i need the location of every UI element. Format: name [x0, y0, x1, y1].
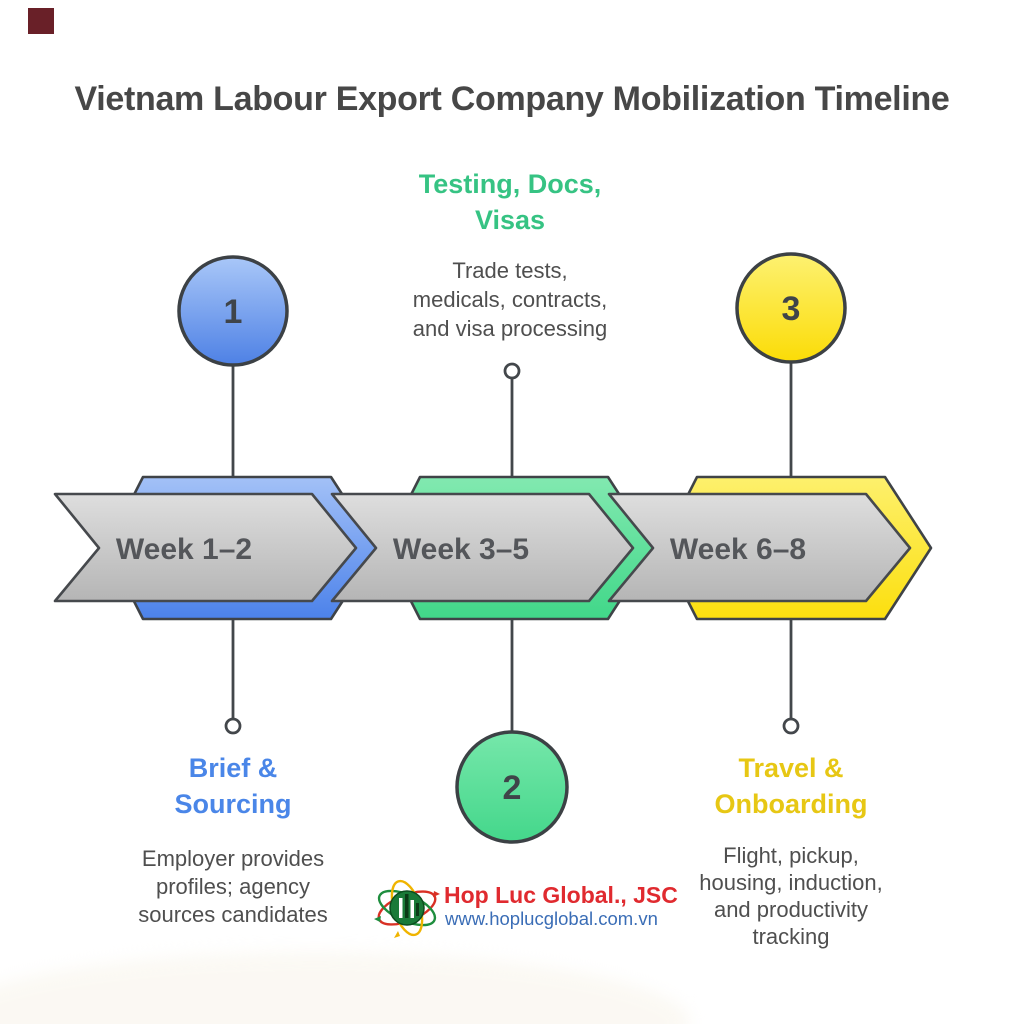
- stage-description-travel-onboarding: Flight, pickup, housing, induction, and …: [699, 843, 883, 949]
- stage-description-testing-docs-visas: Trade tests, medicals, contracts, and vi…: [412, 258, 608, 341]
- stage-heading-travel-onboarding: Travel & Onboarding: [714, 753, 868, 819]
- stage-description-brief-sourcing: Employer provides profiles; agency sourc…: [138, 846, 328, 927]
- week-label-stage-2: Week 3–5: [393, 533, 529, 566]
- company-logo: Hop Luc Global., JSC www.hoplucglobal.co…: [374, 866, 678, 956]
- atom-orbits-logo-icon: [374, 879, 440, 938]
- corner-marker: [28, 8, 54, 34]
- company-name: Hop Luc Global., JSC: [444, 882, 678, 908]
- week-arrow-stage-2: [330, 492, 635, 603]
- node-number-stage-3: 3: [782, 290, 801, 328]
- node-number-stage-1: 1: [224, 293, 243, 331]
- week-arrow-stage-1: [53, 492, 358, 603]
- week-arrow-stage-3: [607, 492, 912, 603]
- line-terminator-stage-1: [224, 717, 242, 735]
- node-circle-stage-3: [735, 252, 847, 364]
- stage-heading-testing-docs-visas: Testing, Docs, Visas: [418, 169, 602, 235]
- line-terminator-stage-3: [782, 717, 800, 735]
- node-number-stage-2: 2: [503, 769, 522, 807]
- line-terminator-stage-2: [503, 362, 521, 380]
- week-label-stage-1: Week 1–2: [116, 533, 252, 566]
- page-title: Vietnam Labour Export Company Mobilizati…: [74, 80, 950, 118]
- week-label-stage-3: Week 6–8: [670, 533, 806, 566]
- node-circle-stage-1: [177, 255, 289, 367]
- stage-heading-brief-sourcing: Brief & Sourcing: [174, 753, 292, 819]
- node-circle-stage-2: [455, 730, 569, 844]
- company-website: www.hoplucglobal.com.vn: [445, 908, 658, 929]
